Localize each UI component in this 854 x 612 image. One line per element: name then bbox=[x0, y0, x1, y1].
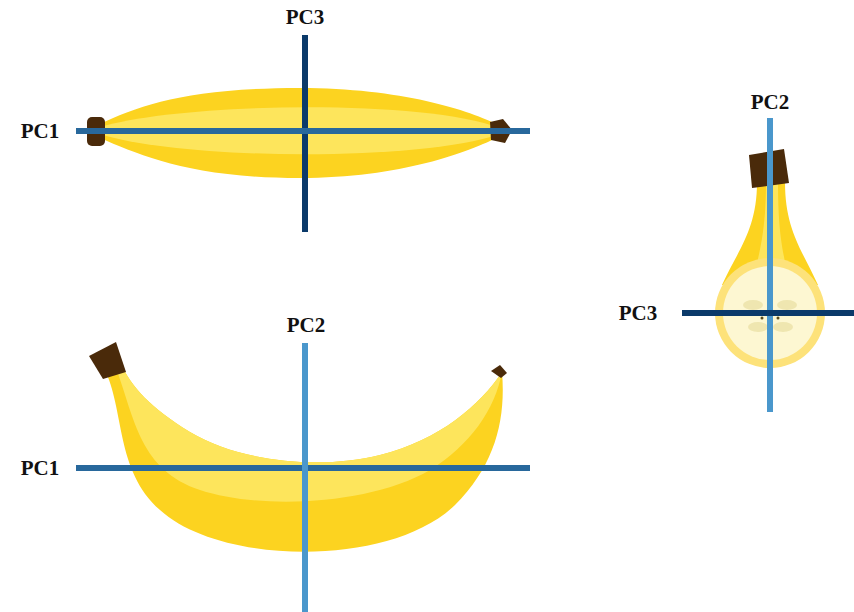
axis-label: PC1 bbox=[21, 121, 60, 142]
pc3-axis bbox=[682, 310, 854, 316]
banana-side-view bbox=[89, 342, 507, 552]
pc2-axis bbox=[302, 343, 308, 612]
axis-label: PC2 bbox=[287, 315, 326, 336]
axis-label: PC3 bbox=[286, 7, 325, 28]
axis-label: PC1 bbox=[21, 458, 60, 479]
pc2-axis bbox=[767, 118, 773, 412]
axis-label: PC3 bbox=[619, 303, 658, 324]
axis-label: PC2 bbox=[751, 92, 790, 113]
pc1-axis bbox=[76, 128, 530, 134]
